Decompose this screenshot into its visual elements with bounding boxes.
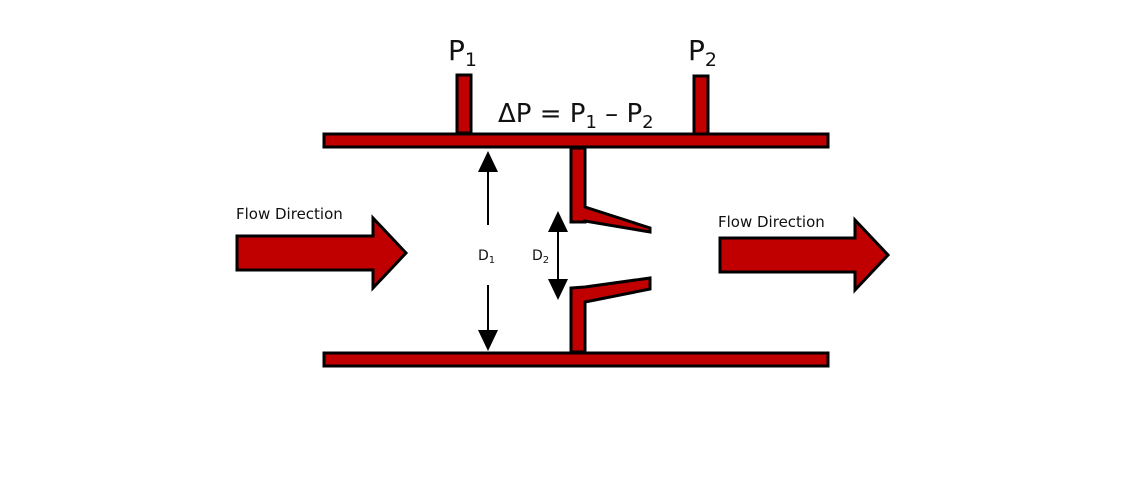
inlet-flow-label: Flow Direction — [236, 205, 343, 223]
nozzle-lower — [569, 276, 652, 354]
d2-label: D2 — [532, 248, 549, 266]
d1-dimension-arrow — [478, 151, 498, 351]
p2-label: P2 — [688, 34, 717, 71]
top-pipe-wall — [322, 132, 830, 149]
bottom-pipe-wall — [322, 351, 830, 368]
d2-dimension-arrow — [548, 211, 568, 300]
pressure-tap-p1 — [455, 73, 473, 135]
nozzle-upper — [569, 146, 652, 234]
outlet-flow-label: Flow Direction — [718, 213, 825, 231]
delta-p-equation: ΔP = P1 – P2 — [498, 99, 654, 133]
outlet-flow-arrow — [718, 216, 891, 294]
inlet-flow-arrow — [235, 214, 409, 292]
pressure-tap-p2 — [692, 74, 710, 136]
p1-label: P1 — [448, 34, 477, 71]
d1-label: D1 — [478, 248, 495, 266]
